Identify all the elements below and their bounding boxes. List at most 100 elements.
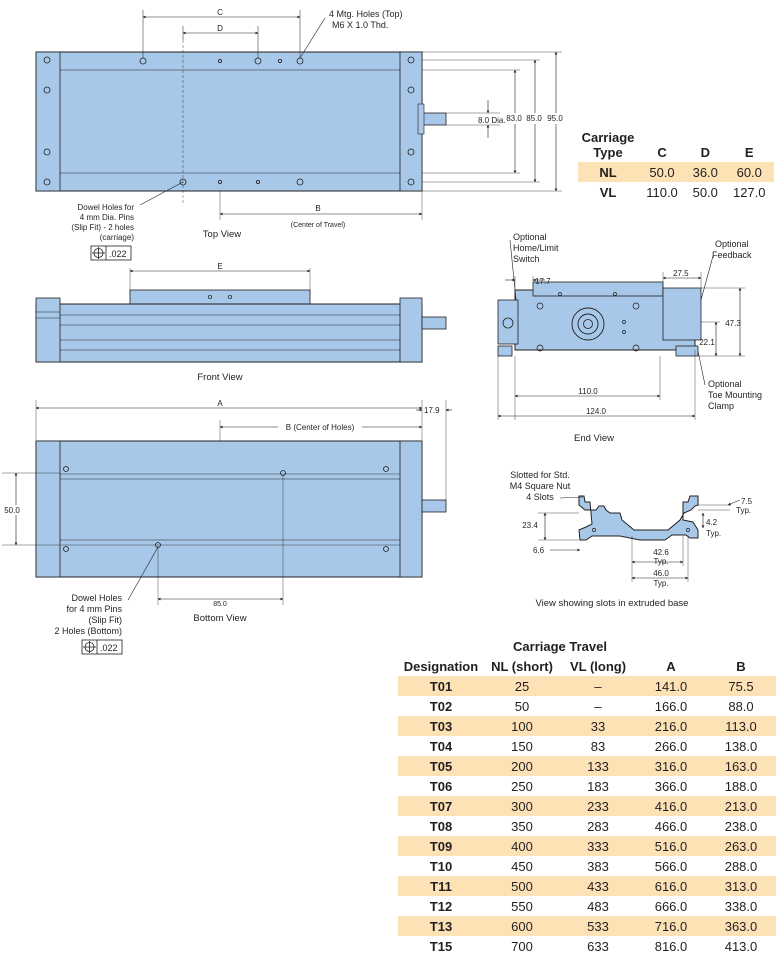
travel-a-cell: 516.0 [636, 836, 706, 856]
travel-vl-cell: 633 [587, 938, 609, 954]
travel-a-cell: 366.0 [654, 778, 688, 794]
carriage-c-cell: 110.0 [646, 184, 678, 200]
bottom-view-dim-b: B (Center of Holes) [286, 423, 355, 432]
travel-vl-cell: – [594, 698, 602, 714]
top-view-tolerance: .022 [109, 249, 127, 259]
bottom-view-body [35, 440, 423, 578]
end-view-dim-177: 17.7 [535, 277, 551, 286]
travel-vl-cell: 333 [560, 836, 636, 856]
travel-nl-cell: 50 [514, 698, 530, 714]
bottom-view-title: Bottom View [193, 613, 246, 624]
travel-col-a: A [666, 658, 676, 674]
carriage-travel-table: Carriage Travel Designation NL (short) V… [398, 636, 776, 956]
travel-b-cell: 88.0 [728, 698, 754, 714]
carriage-type-table: Carriage Type C D E NL 50.0 36.0 60.0 VL… [578, 126, 774, 202]
end-view-dim-275: 27.5 [673, 269, 689, 278]
end-view-dim-124: 124.0 [586, 407, 607, 416]
travel-b-cell: 313.0 [706, 876, 776, 896]
carriage-table-row: NL 50.0 36.0 60.0 [578, 162, 774, 182]
end-view-clamp [497, 345, 513, 357]
travel-vl-cell: 33 [560, 716, 636, 736]
top-view-dowel-note-1: Dowel Holes for [78, 203, 135, 212]
travel-b-cell: 413.0 [724, 938, 758, 954]
carriage-d-cell: 36.0 [686, 162, 725, 182]
slot-view-dim-460: 46.0 [653, 569, 669, 578]
travel-nl-cell: 500 [484, 876, 560, 896]
carriage-c-header: C [657, 145, 667, 160]
travel-nl-cell: 200 [484, 756, 560, 776]
bottom-view-dim-85: 85.0 [213, 601, 227, 608]
carriage-d-cell: 50.0 [692, 184, 718, 200]
travel-col-b: B [736, 658, 746, 674]
travel-b-cell: 213.0 [706, 796, 776, 816]
end-view-switch-note-2: Home/Limit [513, 243, 559, 253]
travel-designation-cell: T10 [429, 858, 453, 874]
top-view-tolerance-frame: .022 [90, 245, 132, 261]
travel-vl-cell: 83 [590, 738, 606, 754]
travel-vl-cell: 283 [587, 818, 609, 834]
end-view-feedback-note-1: Optional [715, 239, 749, 249]
end-view-switch-note-3: Switch [513, 254, 540, 264]
bottom-view-dim-50: 50.0 [4, 506, 20, 515]
extrusion-profile [578, 495, 699, 541]
travel-nl-cell: 350 [511, 818, 533, 834]
slot-view-typ-75: Typ. [736, 506, 751, 515]
end-view-dim-221: 22.1 [699, 338, 715, 347]
top-view-dowel-note-2: 4 mm Dia. Pins [80, 213, 134, 222]
travel-col-nl: NL (short) [491, 658, 553, 674]
travel-b-cell: 338.0 [724, 898, 758, 914]
end-view-clamp-note-2: Toe Mounting [708, 390, 762, 400]
slot-view: Slotted for Std. M4 Square Nut 4 Slots 2… [510, 470, 753, 609]
end-view-clamp-note-1: Optional [708, 379, 742, 389]
mounting-hole [179, 178, 187, 186]
top-view-dowel-note-3: (Slip Fit) - 2 holes [71, 223, 134, 232]
bottom-view-dowel-note-2: for 4 mm Pins [66, 604, 122, 614]
travel-nl-cell: 550 [511, 898, 533, 914]
slot-view-note-3: 4 Slots [526, 492, 554, 502]
top-view-dim-b-note: (Center of Travel) [291, 222, 345, 229]
travel-a-cell: 466.0 [654, 818, 688, 834]
top-view-dim-95: 95.0 [547, 114, 563, 123]
travel-b-cell: 263.0 [706, 836, 776, 856]
travel-b-cell: 138.0 [724, 738, 758, 754]
travel-designation-cell: T12 [429, 898, 453, 914]
travel-a-cell: 141.0 [636, 676, 706, 696]
travel-vl-cell: 483 [587, 898, 609, 914]
carriage-type-header-line2: Type [593, 145, 623, 160]
carriage-e-cell: 60.0 [724, 162, 774, 182]
travel-a-cell: 716.0 [636, 916, 706, 936]
travel-b-cell: 75.5 [706, 676, 776, 696]
travel-designation-cell: T07 [398, 796, 484, 816]
travel-vl-cell: 133 [560, 756, 636, 776]
travel-designation-cell: T13 [398, 916, 484, 936]
bottom-view-shaft [421, 499, 447, 513]
slot-view-dim-234: 23.4 [522, 521, 538, 530]
end-view-carriage [532, 281, 664, 297]
front-view-title: Front View [197, 372, 242, 383]
top-view-dim-d: D [217, 24, 223, 33]
travel-table-blank-cell [398, 636, 484, 656]
bottom-view-dowel-note-1: Dowel Holes [71, 593, 122, 603]
travel-b-cell: 363.0 [706, 916, 776, 936]
travel-nl-cell: 450 [511, 858, 533, 874]
top-view-dim-85: 85.0 [526, 114, 542, 123]
travel-a-cell: 316.0 [636, 756, 706, 776]
travel-col-designation: Designation [403, 658, 479, 674]
end-view-title: End View [574, 433, 614, 444]
front-view-body [35, 303, 423, 363]
travel-col-vl: VL (long) [569, 658, 627, 674]
front-view-carriage [129, 289, 311, 305]
carriage-e-header: E [744, 145, 754, 160]
travel-designation-cell: T01 [398, 676, 484, 696]
top-view-dim-b: B [315, 204, 320, 213]
travel-a-cell: 266.0 [654, 738, 688, 754]
travel-designation-cell: T05 [398, 756, 484, 776]
